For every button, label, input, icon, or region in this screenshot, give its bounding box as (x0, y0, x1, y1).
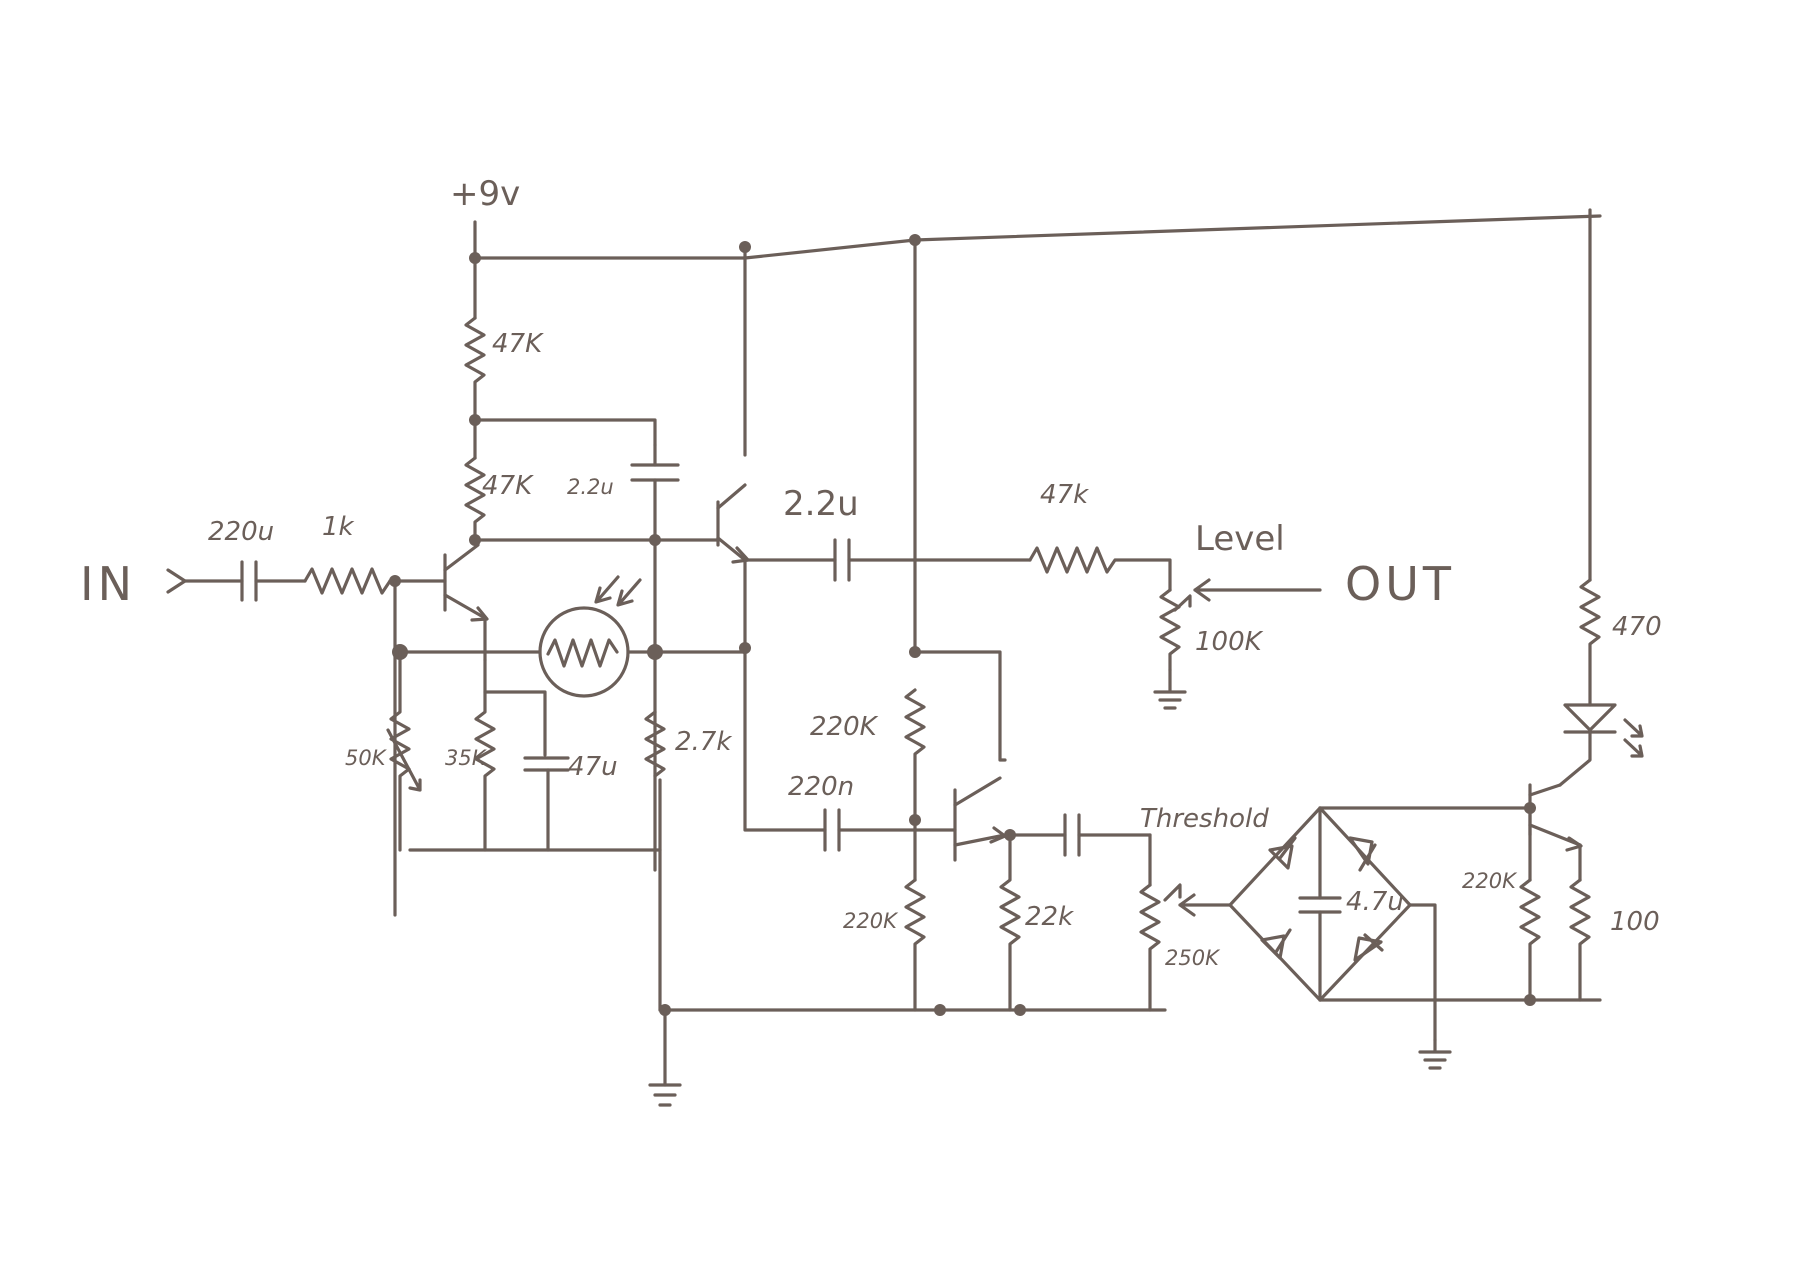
ground-level-icon (1153, 668, 1187, 710)
label-r-35k: 35K (445, 746, 488, 770)
resistor-220k-right (1519, 878, 1541, 1002)
diode-1-icon (1268, 836, 1297, 870)
light-arrows-icon (594, 575, 642, 607)
label-r-100: 100 (1610, 907, 1660, 937)
label-pot-level: 100K (1195, 627, 1264, 657)
supply-rail (469, 208, 1602, 582)
label-r-470: 470 (1612, 612, 1662, 642)
resistor-47k-top (464, 316, 486, 422)
level-potentiometer (1159, 578, 1322, 672)
resistor-1k (303, 567, 392, 595)
ground-rect-icon (1418, 1038, 1452, 1070)
label-r-220k-bottom: 220K (843, 909, 899, 933)
resistor-50k (389, 650, 411, 852)
output-label: OUT (1345, 557, 1455, 611)
label-c-out: 2.2u (783, 484, 859, 524)
capacitor-2-2u-boot (630, 463, 680, 482)
led-driver (1519, 578, 1644, 1002)
resistor-47k-bottom (464, 456, 486, 542)
ldr-photoresistor (538, 575, 642, 698)
label-threshold-name: Threshold (1140, 804, 1269, 834)
label-level-name: Level (1195, 519, 1285, 559)
label-r-2-7k: 2.7k (675, 727, 732, 757)
transistor-q1 (443, 538, 489, 662)
ground-buses (648, 994, 1602, 1107)
led-icon (1563, 703, 1644, 758)
label-r-in: 1k (322, 512, 355, 542)
label-r-220k-right: 220K (1462, 869, 1518, 893)
capacitor-220n (823, 808, 841, 852)
label-r-top1: 47K (492, 329, 544, 359)
label-c-in: 220u (208, 517, 274, 547)
label-pot-threshold: 250K (1165, 946, 1221, 970)
resistor-47k-level (1028, 546, 1172, 592)
label-c-4-7u: 4.7u (1346, 887, 1404, 917)
resistor-35k (474, 658, 496, 852)
label-r-top2: 47K (482, 471, 534, 501)
input-stage (166, 256, 751, 1012)
capacitor-4-7u (1298, 896, 1342, 914)
driver-stage (823, 238, 1232, 1012)
resistor-470 (1579, 578, 1601, 707)
ground-main-icon (648, 1083, 682, 1107)
label-r-22k: 22k (1025, 902, 1074, 932)
input-label: IN (80, 557, 136, 611)
capacitor-47u (523, 756, 570, 772)
transistor-q2 (716, 245, 750, 564)
label-r-level: 47k (1040, 480, 1089, 510)
label-r-220k-top: 220K (810, 712, 879, 742)
capacitor-2-2u-out (833, 538, 851, 582)
capacitor-threshold (1063, 813, 1081, 857)
resistor-100 (1569, 878, 1591, 1002)
diode-2-icon (1348, 836, 1377, 872)
capacitor-220u (240, 560, 258, 602)
label-c-boot: 2.2u (567, 475, 614, 499)
resistor-220k-top (904, 688, 926, 822)
transistor-q3 (953, 776, 1007, 862)
input-arrow-icon (166, 568, 187, 594)
label-c-220n: 220n (788, 772, 854, 802)
labels: +9v IN OUT 220u 1k 47K 47K 2.2u 2.2u 47k… (80, 174, 1662, 970)
supply-label: +9v (450, 174, 520, 214)
resistor-22k (999, 833, 1021, 1012)
threshold-potentiometer (1139, 883, 1161, 1012)
rectifier-bridge (1228, 806, 1532, 1042)
diode-3-icon (1260, 928, 1292, 960)
resistor-220k-bottom (904, 878, 926, 1012)
label-c-47u: 47u (568, 752, 618, 782)
label-r-50k: 50K (345, 746, 388, 770)
diode-4-icon (1353, 933, 1384, 962)
resistor-2-7k (644, 710, 666, 778)
